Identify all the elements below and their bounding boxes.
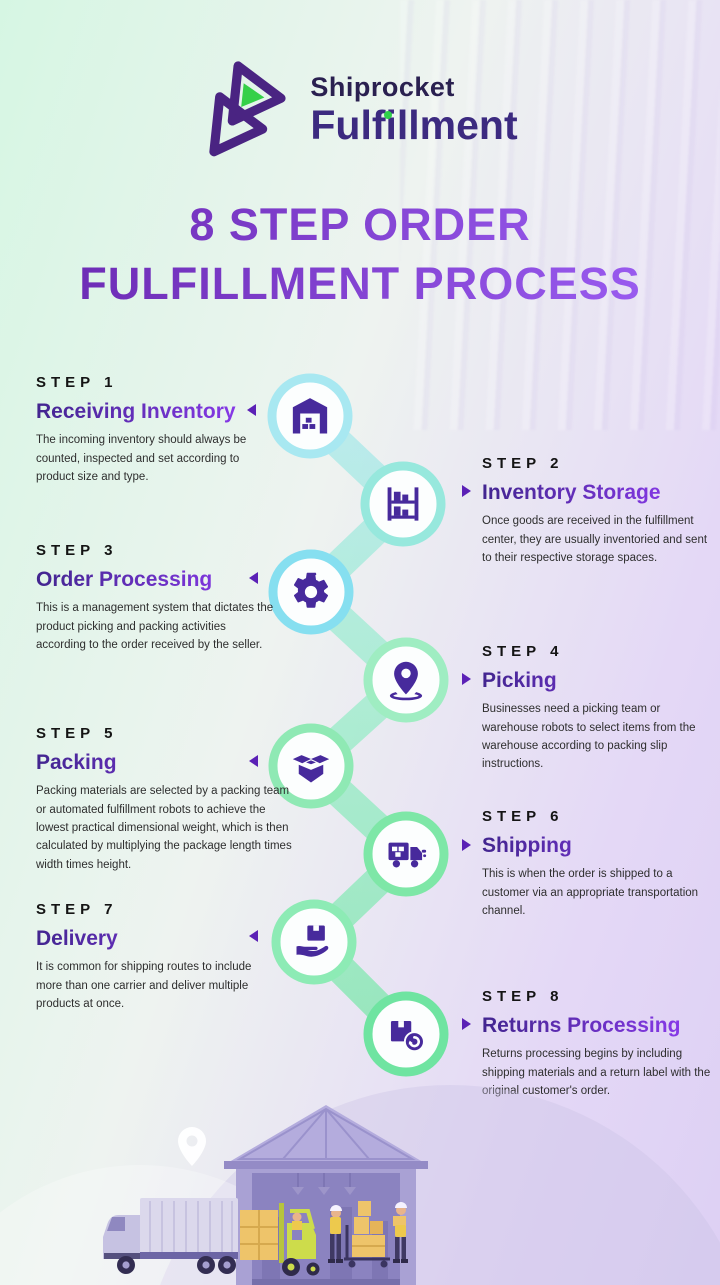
- arrow-right-icon: [462, 673, 471, 685]
- logo-product-text: Fulfillment: [310, 102, 518, 148]
- truck-illustration: [103, 1198, 238, 1274]
- step-2-title: Inventory Storage: [482, 480, 710, 506]
- step-1-title: Receiving Inventory: [36, 399, 274, 425]
- green-dot-icon: [384, 111, 393, 119]
- step-6-block: STEP 6 Shipping This is when the order i…: [482, 808, 716, 920]
- step-5-description: Packing materials are selected by a pack…: [36, 785, 292, 871]
- returns-box-icon: [384, 1012, 428, 1056]
- step-7-label: STEP 7: [36, 901, 118, 918]
- page-title: 8 STEP ORDER FULFILLMENT PROCESS: [0, 196, 720, 313]
- step-7-description: It is common for shipping routes to incl…: [36, 961, 252, 1011]
- arrow-left-icon: [249, 572, 258, 584]
- step-4-title: Picking: [482, 668, 712, 694]
- warehouse-icon: [288, 394, 332, 438]
- title-line-2: FULFILLMENT PROCESS: [0, 255, 720, 314]
- arrow-right-icon: [462, 1018, 471, 1030]
- delivery-truck-icon: [384, 832, 428, 876]
- step-3-label: STEP 3: [36, 542, 118, 559]
- hanging-lamps: [297, 1173, 351, 1187]
- step-6-title: Shipping: [482, 833, 716, 859]
- step-8-label: STEP 8: [482, 988, 564, 1005]
- arrow-right-icon: [462, 485, 471, 497]
- open-box-icon: [289, 744, 333, 788]
- warehouse-illustration: [0, 1085, 720, 1285]
- step-3-block: STEP 3 Order Processing This is a manage…: [36, 542, 278, 654]
- gear-icon: [289, 570, 333, 614]
- step-2-description: Once goods are received in the fulfillme…: [482, 515, 708, 565]
- map-pin-icon: [178, 1127, 206, 1166]
- hand-box-icon: [292, 920, 336, 964]
- step-8-description: Returns processing begins by including s…: [482, 1048, 711, 1098]
- step-1-description: The incoming inventory should always be …: [36, 434, 247, 484]
- shiprocket-logo-icon: [209, 61, 286, 157]
- step-5-label: STEP 5: [36, 725, 118, 742]
- title-line-1: 8 STEP ORDER: [0, 196, 720, 255]
- location-pin-icon: [384, 658, 428, 702]
- workers-illustration: [328, 1201, 408, 1268]
- step-1-block: STEP 1 Receiving Inventory The incoming …: [36, 374, 274, 486]
- step-2-label: STEP 2: [482, 455, 564, 472]
- step-8-block: STEP 8 Returns Processing Returns proces…: [482, 988, 716, 1100]
- step-2-block: STEP 2 Inventory Storage Once goods are …: [482, 455, 710, 567]
- step-4-description: Businesses need a picking team or wareho…: [482, 703, 696, 771]
- play-icon: [241, 83, 265, 108]
- step-5-block: STEP 5 Packing Packing materials are sel…: [36, 725, 298, 874]
- arrow-right-icon: [462, 839, 471, 851]
- step-1-label: STEP 1: [36, 374, 118, 391]
- step-5-title: Packing: [36, 750, 298, 776]
- step-4-label: STEP 4: [482, 643, 564, 660]
- step-3-description: This is a management system that dictate…: [36, 602, 274, 652]
- step-6-description: This is when the order is shipped to a c…: [482, 868, 699, 918]
- step-4-block: STEP 4 Picking Businesses need a picking…: [482, 643, 712, 774]
- arrow-left-icon: [247, 404, 256, 416]
- logo: Shiprocket Fulfillment: [0, 58, 720, 162]
- background-warehouse-texture: [400, 0, 720, 430]
- storage-rack-icon: [381, 482, 425, 526]
- step-7-title: Delivery: [36, 926, 278, 952]
- arrow-left-icon: [249, 930, 258, 942]
- arrow-left-icon: [249, 755, 258, 767]
- step-7-block: STEP 7 Delivery It is common for shippin…: [36, 901, 278, 1013]
- step-6-label: STEP 6: [482, 808, 564, 825]
- step-8-title: Returns Processing: [482, 1013, 716, 1039]
- logo-brand-text: Shiprocket: [310, 72, 455, 102]
- step-3-title: Order Processing: [36, 567, 278, 593]
- forklift-illustration: [240, 1203, 320, 1276]
